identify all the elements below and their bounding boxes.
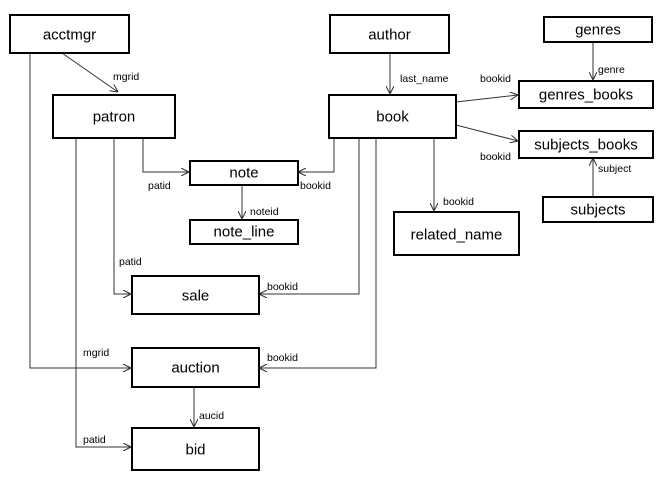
edge-patron-note [142, 138, 189, 172]
entity-acctmgr[interactable]: acctmgr [9, 14, 130, 54]
entity-note-line[interactable]: note_line [189, 219, 299, 245]
entity-sale-label: sale [182, 288, 210, 305]
label-book-auction: bookid [267, 352, 298, 364]
entity-subjects-books[interactable]: subjects_books [518, 130, 654, 159]
entity-patron[interactable]: patron [52, 94, 176, 139]
label-genres-genres-books: genre [598, 64, 625, 76]
label-book-sale: bookid [267, 281, 298, 293]
relationship-labels: mgrid last_name bookid genre bookid subj… [83, 64, 631, 446]
label-author-book: last_name [400, 73, 449, 85]
label-patron-bid: patid [83, 434, 106, 446]
label-acctmgr-patron: mgrid [113, 71, 139, 83]
entity-genres-label: genres [575, 22, 621, 39]
label-book-genres-books: bookid [480, 73, 511, 85]
label-patron-note: patid [148, 180, 171, 192]
label-book-subjects-books: bookid [480, 151, 511, 163]
label-book-note: bookid [300, 180, 331, 192]
entity-related-name[interactable]: related_name [393, 211, 520, 256]
entity-subjects-books-label: subjects_books [534, 137, 637, 154]
edge-acctmgr-patron [61, 52, 118, 92]
entity-book[interactable]: book [328, 94, 457, 139]
entity-genres-books[interactable]: genres_books [518, 80, 654, 109]
connectors [29, 42, 593, 447]
entity-acctmgr-label: acctmgr [43, 27, 96, 44]
entity-author-label: author [368, 27, 411, 44]
entity-author[interactable]: author [329, 14, 450, 54]
entity-note[interactable]: note [189, 160, 299, 186]
edge-book-note [298, 138, 335, 172]
entity-subjects-label: subjects [570, 202, 625, 219]
entity-related-name-label: related_name [411, 227, 503, 244]
entity-subjects[interactable]: subjects [542, 196, 654, 223]
entity-genres[interactable]: genres [543, 16, 653, 43]
entity-note-line-label: note_line [214, 224, 275, 241]
entity-genres-books-label: genres_books [539, 87, 633, 104]
entity-bid-label: bid [185, 442, 205, 459]
entity-note-label: note [229, 165, 258, 182]
entity-bid[interactable]: bid [131, 427, 260, 471]
entity-patron-label: patron [93, 109, 136, 126]
edge-acctmgr-auction [29, 53, 131, 368]
label-subjects-subjects-books: subject [598, 163, 631, 175]
label-note-note-line: noteid [250, 206, 279, 218]
entity-book-label: book [376, 109, 409, 126]
label-auction-bid: aucid [199, 410, 224, 422]
edge-book-sale [259, 138, 360, 294]
edge-book-subjects-books [455, 124, 518, 141]
label-patron-sale: patid [119, 256, 142, 268]
edge-patron-sale [113, 138, 131, 294]
entity-auction[interactable]: auction [131, 347, 260, 388]
label-acctmgr-auction: mgrid [83, 347, 109, 359]
edge-book-auction [259, 138, 377, 368]
edge-book-genres-books [455, 95, 518, 103]
entity-auction-label: auction [171, 360, 219, 377]
entity-sale[interactable]: sale [131, 275, 260, 315]
edge-patron-bid [75, 138, 131, 447]
label-book-related-name: bookid [443, 196, 474, 208]
